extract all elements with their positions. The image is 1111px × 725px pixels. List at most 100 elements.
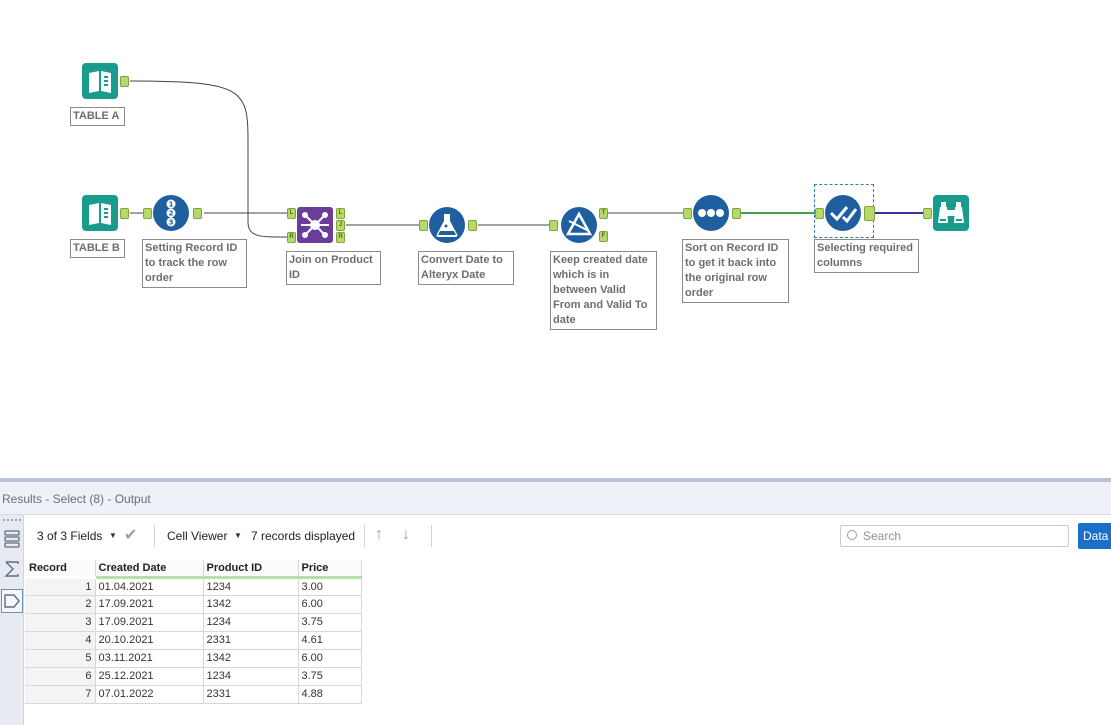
table-row: 4 20.10.2021 2331 4.61 [25,630,362,650]
product-id-cell[interactable]: 1234 [202,666,299,686]
select-label: Selecting required columns [814,239,919,273]
checkmark-icon[interactable]: ✔ [124,527,138,544]
tag-icon[interactable] [1,589,23,613]
formula-input-anchor[interactable] [419,220,428,231]
record-id-tool[interactable]: 1 2 3 [153,195,189,231]
join-left-input-anchor[interactable]: L [287,208,296,219]
column-header-price[interactable]: Price [297,560,362,579]
price-cell[interactable]: 6.00 [297,594,362,614]
select-input-anchor[interactable] [815,208,824,219]
price-cell[interactable]: 3.75 [297,612,362,632]
join-icon [297,207,333,243]
checkmark-icon [825,195,861,231]
record-cell[interactable]: 3 [25,612,96,632]
table-row: 5 03.11.2021 1342 6.00 [25,648,362,668]
sort-input-anchor[interactable] [683,208,692,219]
toolbar-divider [364,525,365,547]
table-b-output-anchor[interactable] [120,208,129,219]
input-data-tool-a[interactable] [82,63,118,99]
book-icon [82,63,118,99]
svg-text:2: 2 [169,210,174,218]
record-cell[interactable]: 7 [25,684,96,704]
sort-tool[interactable] [693,195,729,231]
record-cell[interactable]: 2 [25,594,96,614]
results-panel: Results - Select (8) - Output 3 of 3 Fie… [0,478,1111,725]
rail-grip[interactable] [3,519,21,521]
grid-header-row: Record Created Date Product ID Price [25,560,362,579]
sigma-icon[interactable] [1,557,23,581]
filter-tool[interactable] [561,207,597,243]
join-join-output-anchor[interactable]: J [336,220,345,231]
created-date-cell[interactable]: 07.01.2022 [94,684,204,704]
record-cell[interactable]: 5 [25,648,96,668]
filter-icon [561,207,597,243]
created-date-cell[interactable]: 01.04.2021 [94,576,204,596]
browse-input-anchor[interactable] [923,208,932,219]
column-header-product-id[interactable]: Product ID [202,560,298,579]
column-header-created-date[interactable]: Created Date [94,560,203,579]
price-cell[interactable]: 3.75 [297,666,362,686]
fields-dropdown[interactable]: 3 of 3 Fields [37,529,103,543]
product-id-cell[interactable]: 2331 [202,630,299,650]
created-date-cell[interactable]: 03.11.2021 [94,648,204,668]
panel-splitter[interactable] [0,478,1111,482]
table-row: 7 07.01.2022 2331 4.88 [25,684,362,704]
created-date-cell[interactable]: 25.12.2021 [94,666,204,686]
wire-table-a-to-join [129,80,289,238]
filter-false-anchor[interactable]: F [599,231,608,242]
results-toolbar: 3 of 3 Fields ▼ ✔ Cell Viewer ▼ 7 record… [24,515,1111,557]
select-output-anchor[interactable] [864,206,875,221]
product-id-cell[interactable]: 1234 [202,576,299,596]
created-date-cell[interactable]: 17.09.2021 [94,594,204,614]
table-row: 2 17.09.2021 1342 6.00 [25,594,362,614]
svg-text:3: 3 [169,219,174,227]
join-tool[interactable] [297,207,333,243]
workflow-connections [129,80,926,238]
input-data-tool-b[interactable] [82,195,118,231]
price-cell[interactable]: 4.61 [297,630,362,650]
created-date-cell[interactable]: 17.09.2021 [94,612,204,632]
record-id-label: Setting Record ID to track the row order [142,239,247,288]
recordid-input-anchor[interactable] [143,208,152,219]
join-right-input-anchor[interactable]: R [287,232,296,243]
cell-viewer-dropdown[interactable]: Cell Viewer [167,529,228,543]
join-right-output-anchor[interactable]: R [336,232,345,243]
price-cell[interactable]: 3.00 [297,576,362,596]
flask-icon [429,207,465,243]
workflow-canvas[interactable]: TABLE A TABLE B 1 2 3 Setting Record ID … [0,0,1111,478]
column-header-record[interactable]: Record [25,560,95,579]
price-cell[interactable]: 4.88 [297,684,362,704]
chevron-down-icon[interactable]: ▼ [234,531,242,540]
results-side-rail [0,515,24,725]
product-id-cell[interactable]: 2331 [202,684,299,704]
search-input[interactable] [863,528,1063,544]
created-date-cell[interactable]: 20.10.2021 [94,630,204,650]
product-id-cell[interactable]: 1342 [202,648,299,668]
filter-input-anchor[interactable] [549,220,558,231]
select-tool[interactable] [825,195,861,231]
formula-tool[interactable] [429,207,465,243]
record-cell[interactable]: 4 [25,630,96,650]
table-a-output-anchor[interactable] [120,76,129,87]
arrow-down-icon[interactable]: ↓ [402,526,410,543]
recordid-output-anchor[interactable] [193,208,202,219]
join-left-output-anchor[interactable]: L [336,208,345,219]
price-cell[interactable]: 6.00 [297,648,362,668]
list-icon[interactable] [1,527,23,551]
sort-output-anchor[interactable] [732,208,741,219]
product-id-cell[interactable]: 1234 [202,612,299,632]
product-id-cell[interactable]: 1342 [202,594,299,614]
record-cell[interactable]: 1 [25,576,96,596]
table-a-label: TABLE A [70,107,125,126]
chevron-down-icon[interactable]: ▼ [109,531,117,540]
record-cell[interactable]: 6 [25,666,96,686]
search-box[interactable] [840,525,1069,547]
formula-label: Convert Date to Alteryx Date [418,251,514,285]
data-button[interactable]: Data [1078,523,1111,549]
arrow-up-icon[interactable]: ↑ [375,526,383,543]
filter-true-anchor[interactable]: T [599,208,608,219]
formula-output-anchor[interactable] [468,220,477,231]
record-id-icon: 1 2 3 [153,195,189,231]
results-title: Results - Select (8) - Output [2,492,151,506]
browse-tool[interactable] [933,195,969,231]
